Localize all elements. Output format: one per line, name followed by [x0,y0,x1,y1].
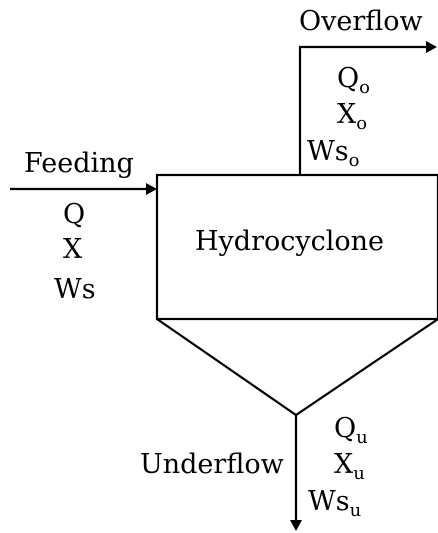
underflow-label: Underflow [140,449,284,480]
underflow-q-label: Qu [334,413,368,448]
feeding-ws-label: Ws [54,274,96,305]
underflow-x-label: Xu [334,449,365,484]
underflow-q-symbol: Q [334,413,356,444]
underflow-ws-label: Wsu [308,486,361,521]
overflow-q-subscript: o [359,77,370,98]
feeding-label: Feeding [24,148,134,179]
underflow-ws-subscript: u [350,500,362,521]
underflow-arrow-head [290,520,302,531]
feeding-q-label: Q [63,199,85,230]
underflow-q-subscript: u [356,427,368,448]
overflow-x-subscript: o [356,113,367,134]
hydrocyclone-cone [156,318,438,417]
overflow-ws-label: Wso [307,136,359,171]
overflow-label: Overflow [299,6,423,37]
feed-arrow-head [146,183,157,195]
underflow-ws-symbol: Ws [308,486,350,517]
overflow-arrow-head [426,41,437,53]
overflow-x-label: Xo [337,99,367,134]
overflow-q-label: Qo [337,63,370,98]
overflow-arrow-line [298,45,428,175]
overflow-ws-subscript: o [349,150,360,171]
overflow-q-symbol: Q [337,63,359,94]
hydrocyclone-body [155,173,438,321]
overflow-ws-symbol: Ws [307,136,349,167]
feeding-x-label: X [63,234,83,265]
underflow-x-symbol: X [334,449,354,480]
underflow-x-subscript: u [353,463,365,484]
overflow-x-symbol: X [337,99,357,130]
hydrocyclone-label: Hydrocyclone [195,226,384,257]
